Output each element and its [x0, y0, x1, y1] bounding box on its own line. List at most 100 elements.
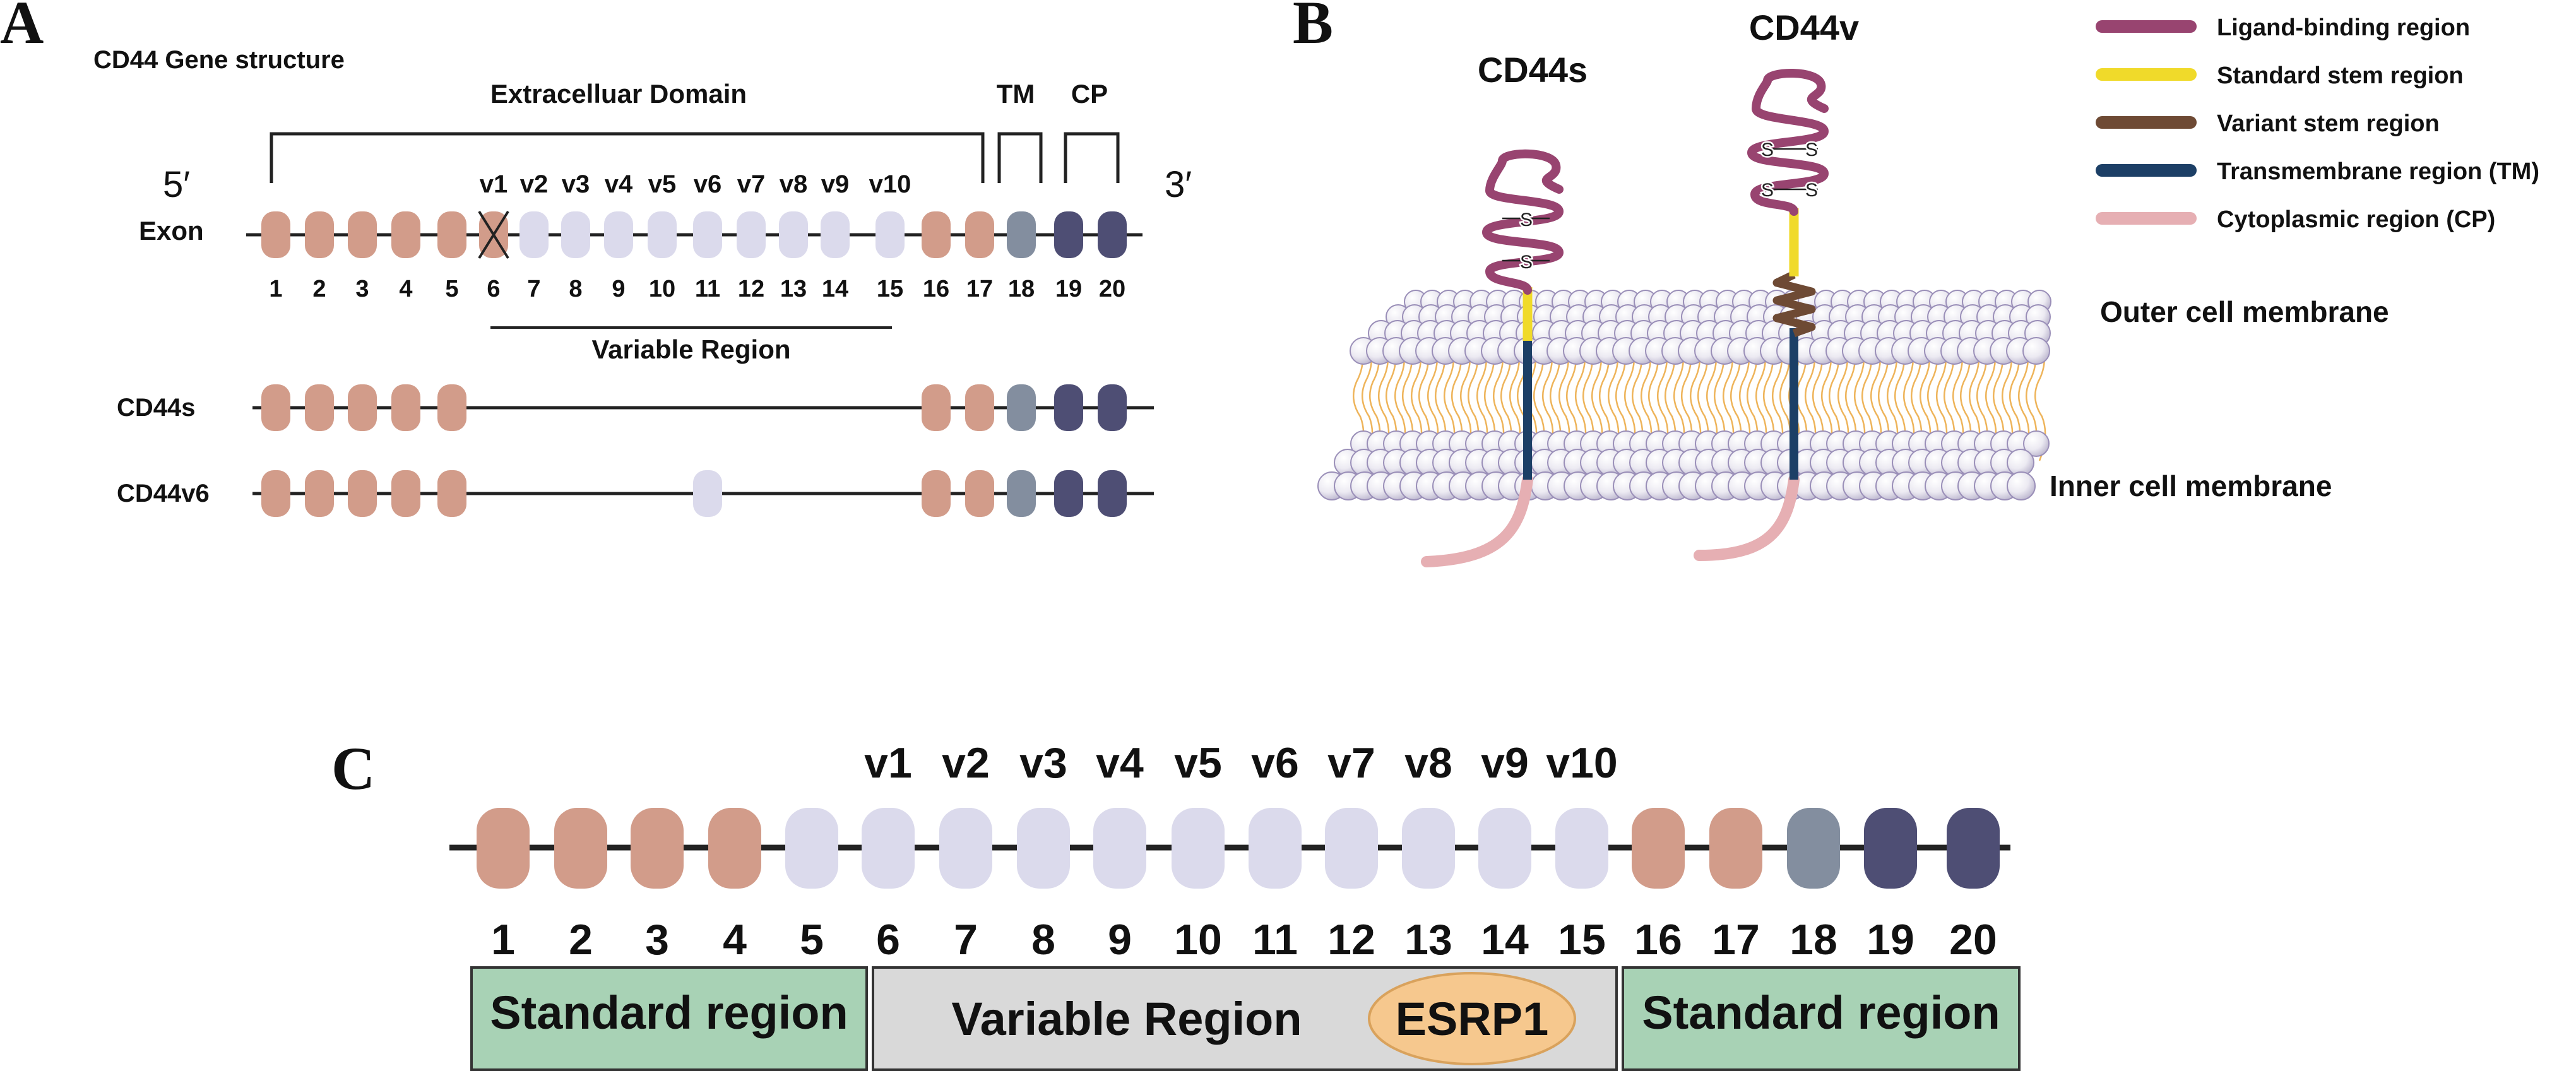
exon-number: 15 [877, 276, 903, 302]
panel-a-letter: A [0, 0, 44, 56]
exon-17 [1709, 808, 1762, 889]
isoform-exon [965, 384, 994, 431]
exon-9 [604, 211, 633, 258]
esrp1-ellipse [1368, 972, 1576, 1065]
isoform-exon [1007, 470, 1036, 517]
exon-4 [708, 808, 761, 889]
isoform-exon [348, 470, 377, 517]
cd44s-disulfide-s-1: S [1520, 210, 1533, 230]
exon-11 [693, 211, 722, 258]
exon-number: 10 [649, 276, 675, 302]
exon-number: 1 [269, 276, 282, 302]
cp-bracket [1064, 132, 1120, 183]
exon-7 [939, 808, 992, 889]
variant-label: v8 [780, 170, 808, 198]
exon-11 [1249, 808, 1302, 889]
exon-10 [1172, 808, 1225, 889]
exon-19 [1054, 211, 1083, 258]
exon-17 [965, 211, 994, 258]
legend-label: Variant stem region [2217, 110, 2440, 137]
exon-number: 4 [723, 916, 747, 964]
exon-3 [631, 808, 684, 889]
exon-number: 12 [1327, 916, 1375, 964]
variant-label: v2 [520, 170, 549, 198]
exon-number: 6 [487, 276, 500, 302]
cd44v-ligand-binding [1747, 68, 1829, 216]
cp-label: CP [1071, 79, 1108, 109]
extracellular-label: Extracelluar Domain [490, 79, 747, 109]
standard-region-box-left [470, 966, 868, 1071]
cd44s-label: CD44s [1478, 50, 1588, 90]
cd44s-molecule: S S [1421, 149, 1564, 567]
variant-label: v3 [562, 170, 590, 198]
exon-9 [1093, 808, 1146, 889]
exon-15 [875, 211, 905, 258]
exon-number: 9 [612, 276, 625, 302]
variant-label: v1 [480, 170, 508, 198]
variant-label: v10 [869, 170, 911, 198]
cd44s-ligand-binding [1481, 149, 1564, 295]
exon-5 [785, 808, 838, 889]
exon-14 [1478, 808, 1531, 889]
cd44s-disulfide-s-2: S [1520, 252, 1533, 273]
isoform-exon [391, 470, 420, 517]
cd44v-disulfide-s-1b: S [1805, 139, 1818, 160]
isoform-exon [922, 384, 951, 431]
exon-number: 19 [1055, 276, 1082, 302]
legend-label: Ligand-binding region [2217, 15, 2470, 41]
variant-label: v8 [1404, 739, 1452, 787]
variant-label: v6 [1251, 739, 1299, 787]
cd44v-molecule: S S S S [1694, 68, 1829, 561]
exon-18 [1007, 211, 1036, 258]
exon-label: Exon [139, 216, 204, 246]
variant-label: v7 [737, 170, 766, 198]
exon-3 [348, 211, 377, 258]
variant-label: v9 [821, 170, 850, 198]
variant-label: v7 [1327, 739, 1375, 787]
exon-number: 13 [1404, 916, 1452, 964]
exon-number: 14 [822, 276, 848, 302]
exon-number: 1 [491, 916, 515, 964]
exon-number: 20 [1949, 916, 1997, 964]
phospholipid-head [2022, 337, 2050, 365]
exon-12 [737, 211, 766, 258]
exon-number: 16 [1634, 916, 1682, 964]
cd44v-label: CD44v [1749, 8, 1859, 47]
exon-10 [648, 211, 677, 258]
membrane-bilayer [1317, 290, 2051, 500]
exon-number: 13 [780, 276, 807, 302]
exon-1 [477, 808, 530, 889]
extracellular-bracket [270, 132, 985, 183]
exon-12 [1325, 808, 1378, 889]
isoform-exon [305, 384, 334, 431]
panel-a-title: CD44 Gene structure [93, 46, 345, 74]
exon-18 [1787, 808, 1840, 889]
isoform-exon [1098, 384, 1127, 431]
exon-number: 7 [527, 276, 540, 302]
exon-number: 18 [1008, 276, 1035, 302]
exon-number: 12 [738, 276, 764, 302]
exon-15 [1555, 808, 1608, 889]
legend-label: Standard stem region [2217, 62, 2464, 89]
cd44s-cytoplasmic-tail [1421, 474, 1533, 567]
exon-13 [779, 211, 808, 258]
esrp1-label: ESRP1 [1396, 993, 1549, 1045]
cd44v-disulfide-s-1a: S [1761, 139, 1774, 160]
phospholipid-head [2007, 471, 2036, 500]
exon-number: 17 [966, 276, 993, 302]
panel-b-letter: B [1293, 0, 1333, 56]
exon-6 [862, 808, 915, 889]
tm-bracket [997, 132, 1043, 183]
isoform-exon [1098, 470, 1127, 517]
exon-7 [519, 211, 549, 258]
phospholipid-heads [1317, 290, 2051, 500]
exon-2 [554, 808, 607, 889]
exon-5 [437, 211, 466, 258]
exon-number: 16 [923, 276, 949, 302]
variant-label: v4 [605, 170, 633, 198]
isoform-exon [437, 384, 466, 431]
